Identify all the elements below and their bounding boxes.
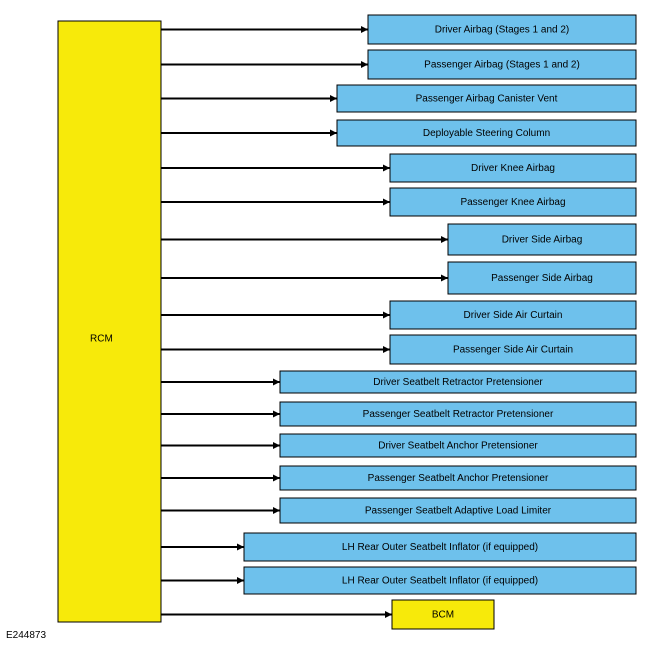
target-label: LH Rear Outer Seatbelt Inflator (if equi… <box>342 542 538 553</box>
target-label: Driver Airbag (Stages 1 and 2) <box>435 25 570 36</box>
figure-id: E244873 <box>6 630 47 641</box>
target-box <box>389 187 637 217</box>
bcm-label: BCM <box>432 610 454 621</box>
target-label: Deployable Steering Column <box>423 128 550 139</box>
target-box <box>279 497 637 524</box>
target-box <box>367 14 637 45</box>
bcm-box <box>391 599 495 630</box>
target-label: Passenger Side Airbag <box>491 273 593 284</box>
target-label: Passenger Knee Airbag <box>460 197 565 208</box>
target-label: Passenger Seatbelt Retractor Pretensione… <box>363 409 554 420</box>
target-box <box>279 433 637 458</box>
target-label: Driver Seatbelt Anchor Pretensioner <box>378 441 538 452</box>
target-label: Passenger Seatbelt Anchor Pretensioner <box>368 473 549 484</box>
target-box <box>367 49 637 80</box>
target-box <box>243 532 637 562</box>
target-box <box>336 119 637 147</box>
connections: Driver Airbag (Stages 1 and 2) Passenger … <box>161 14 637 630</box>
target-box <box>279 465 637 491</box>
target-box <box>389 334 637 365</box>
target-label: LH Rear Outer Seatbelt Inflator (if equi… <box>342 576 538 587</box>
target-box <box>279 401 637 427</box>
target-box <box>336 84 637 113</box>
target-label: Passenger Airbag Canister Vent <box>416 94 558 105</box>
target-label: Driver Side Air Curtain <box>464 310 563 321</box>
target-label: Driver Side Airbag <box>502 235 583 246</box>
target-box <box>243 566 637 595</box>
target-label: Driver Seatbelt Retractor Pretensioner <box>373 377 543 388</box>
target-label: Passenger Seatbelt Adaptive Load Limiter <box>365 506 552 517</box>
rcm-module: RCM <box>57 20 162 623</box>
target-label: Driver Knee Airbag <box>471 163 555 174</box>
target-box <box>389 300 637 330</box>
target-box <box>279 370 637 394</box>
target-label: Passenger Side Air Curtain <box>453 345 573 356</box>
target-label: Passenger Airbag (Stages 1 and 2) <box>424 60 580 71</box>
rcm-label: RCM <box>90 334 113 345</box>
target-box <box>389 153 637 183</box>
target-box <box>447 223 637 256</box>
rcm-box <box>57 20 162 623</box>
target-box <box>447 261 637 295</box>
